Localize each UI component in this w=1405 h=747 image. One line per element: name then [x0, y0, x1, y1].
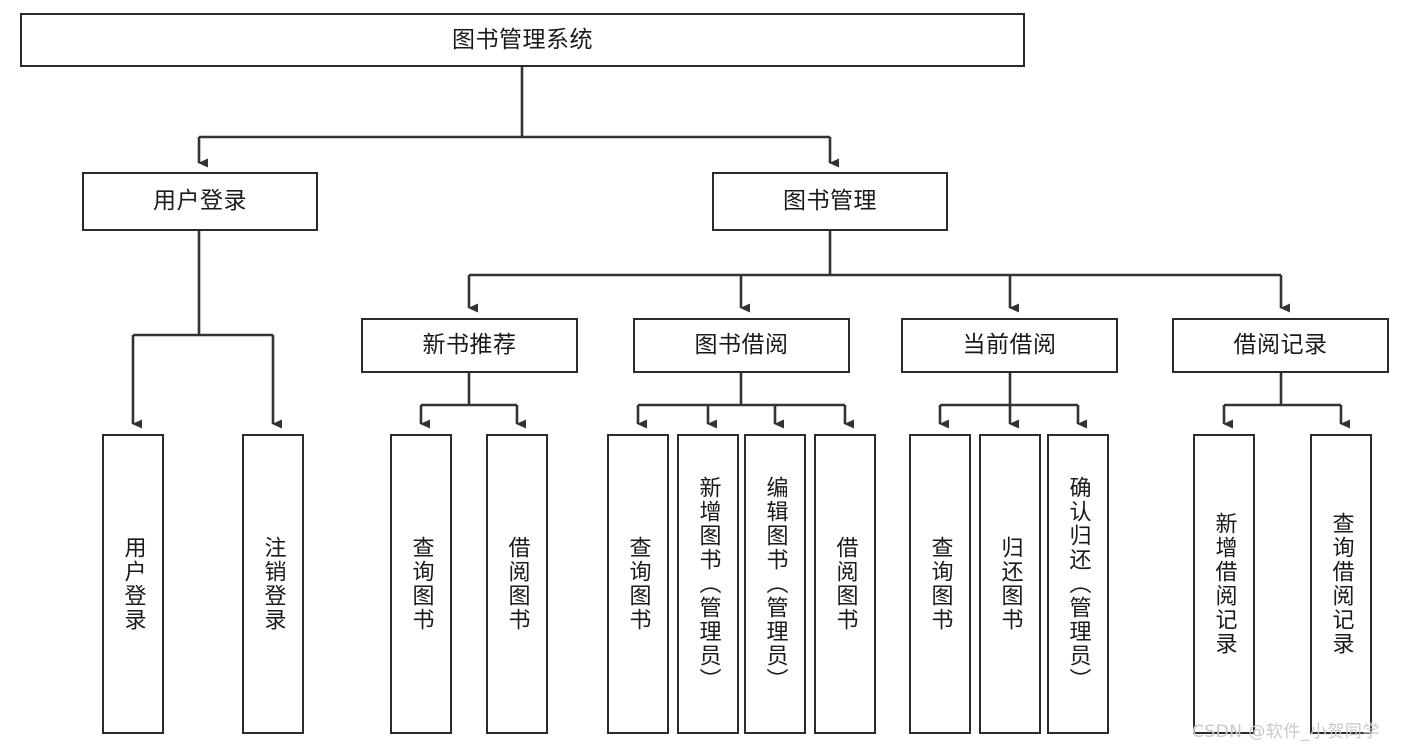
node-borrow-record[interactable]: 借阅记录 — [1172, 318, 1389, 373]
node-label: 注销登录 — [260, 536, 286, 632]
node-label: 图书管理 — [783, 188, 877, 215]
node-label: 图书管理系统 — [452, 26, 593, 53]
node-leaf-query-book-3[interactable]: 查询图书 — [909, 434, 971, 734]
node-current-borrow[interactable]: 当前借阅 — [901, 318, 1118, 373]
node-leaf-borrow-book-1[interactable]: 借阅图书 — [486, 434, 548, 734]
node-label: 借阅图书 — [504, 536, 530, 632]
node-leaf-query-borrow-record[interactable]: 查询借阅记录 — [1310, 434, 1372, 734]
node-label: 新增图书（管理员） — [695, 476, 721, 692]
node-leaf-user-login[interactable]: 用户登录 — [102, 434, 164, 734]
node-label: 新增借阅记录 — [1211, 512, 1237, 656]
node-leaf-add-book-admin[interactable]: 新增图书（管理员） — [677, 434, 739, 734]
node-label: 查询借阅记录 — [1328, 512, 1354, 656]
node-label: 图书借阅 — [694, 332, 789, 359]
node-leaf-edit-book-admin[interactable]: 编辑图书（管理员） — [744, 434, 806, 734]
node-label: 借阅记录 — [1233, 332, 1328, 359]
node-label: 查询图书 — [625, 536, 651, 632]
node-label: 编辑图书（管理员） — [762, 476, 788, 692]
node-label: 新书推荐 — [422, 332, 517, 359]
node-leaf-confirm-return-admin[interactable]: 确认归还（管理员） — [1047, 434, 1109, 734]
node-label: 查询图书 — [408, 536, 434, 632]
node-leaf-query-book-1[interactable]: 查询图书 — [390, 434, 452, 734]
node-book-borrow[interactable]: 图书借阅 — [633, 318, 850, 373]
node-book-manage[interactable]: 图书管理 — [712, 172, 948, 231]
node-leaf-return-book[interactable]: 归还图书 — [979, 434, 1041, 734]
node-leaf-query-book-2[interactable]: 查询图书 — [607, 434, 669, 734]
node-label: 用户登录 — [153, 188, 247, 215]
node-label: 借阅图书 — [832, 536, 858, 632]
node-user-login[interactable]: 用户登录 — [82, 172, 318, 231]
node-label: 查询图书 — [927, 536, 953, 632]
node-leaf-add-borrow-record[interactable]: 新增借阅记录 — [1193, 434, 1255, 734]
csdn-watermark: CSDN @软件_小贺同学 — [1192, 722, 1380, 742]
node-label: 归还图书 — [997, 536, 1023, 632]
node-label: 确认归还（管理员） — [1065, 476, 1091, 692]
node-leaf-logout-login[interactable]: 注销登录 — [242, 434, 304, 734]
node-label: 用户登录 — [120, 536, 146, 632]
node-leaf-borrow-book-2[interactable]: 借阅图书 — [814, 434, 876, 734]
node-label: 当前借阅 — [962, 332, 1057, 359]
node-new-book-recommend[interactable]: 新书推荐 — [361, 318, 578, 373]
node-root-system[interactable]: 图书管理系统 — [20, 13, 1025, 67]
